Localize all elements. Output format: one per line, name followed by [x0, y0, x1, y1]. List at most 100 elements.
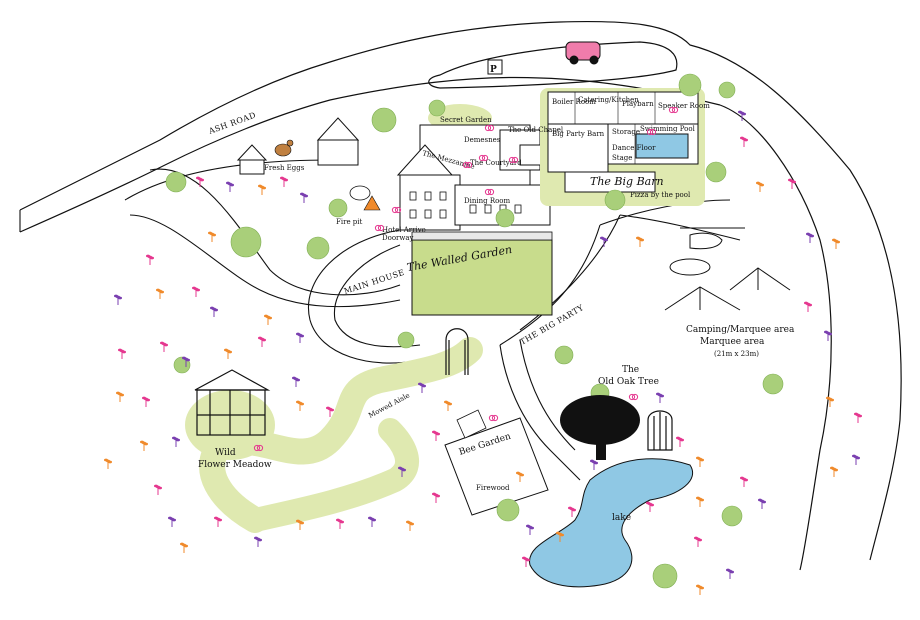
flower-icon [104, 458, 112, 469]
driveways [19, 159, 741, 481]
ring-icon [253, 444, 264, 452]
flower-icon [118, 348, 126, 359]
flower-icon [826, 396, 834, 407]
flower-icon [172, 436, 180, 447]
ring-icons [253, 106, 679, 452]
bee-garden [444, 409, 549, 516]
flower-icon [676, 436, 684, 447]
speaker-room-label: Speaker Room [658, 102, 710, 110]
flower-icon [258, 184, 266, 195]
flower-icon [526, 524, 534, 535]
flower-icon [264, 314, 272, 325]
flower-icon [280, 176, 288, 187]
flower-icon [444, 400, 452, 411]
farm-building [316, 117, 360, 166]
courtyard-label: The Courtyard [470, 159, 522, 167]
flower-icon [646, 501, 654, 512]
big-party-barn-label: Big Party Barn [552, 130, 605, 138]
flower-icon [180, 542, 188, 553]
chicken-coop-icon [236, 144, 268, 175]
ring-icon [508, 156, 519, 164]
dining-room-label: Dining Room [464, 197, 511, 205]
flower-icon [116, 391, 124, 402]
flower-icon [656, 392, 664, 403]
camping-label-line2: Marquee area [700, 337, 765, 347]
tent-icon [664, 267, 791, 311]
flower-icon [210, 306, 218, 317]
flower-icon [516, 471, 524, 482]
ring-icon [391, 206, 402, 214]
pizza-note-label: Pizza by the pool [630, 191, 691, 199]
playbarn-label: Playbarn [622, 100, 654, 108]
flower-icon [326, 406, 334, 417]
flower-icon [254, 536, 262, 547]
flower-icon [300, 192, 308, 203]
flower-icon [368, 516, 376, 527]
gazebo-icon [194, 369, 271, 436]
helicopter-icon [669, 227, 745, 276]
catering-kitchen-label: Catering/Kitchen [578, 96, 639, 104]
boiler-room-label: Boiler Room [552, 98, 596, 106]
flower-icon [806, 232, 814, 243]
lake-label: lake [612, 513, 631, 523]
ring-icon [668, 106, 679, 114]
flower-icon [852, 454, 860, 465]
outer-road [19, 20, 902, 571]
wooden-arch-icon [445, 328, 469, 375]
flower-icon [160, 341, 168, 352]
hotel-arrive-label: Hotel Arrive [382, 226, 426, 234]
flower-icon [824, 330, 832, 341]
meadow-label-line2: Flower Meadow [198, 460, 272, 470]
flower-icon [140, 440, 148, 451]
big-barn [540, 88, 705, 206]
meadow-label-line1: Wild [215, 448, 236, 458]
flower-icon [696, 496, 704, 507]
camping-label-line1: Camping/Marquee area [686, 325, 795, 335]
parking-label: P [490, 65, 497, 75]
flower-icon [224, 348, 232, 359]
car-icon [565, 41, 601, 65]
flower-icon [522, 556, 530, 567]
flower-icon [296, 400, 304, 411]
flower-icon [854, 412, 862, 423]
old-chapel-label: The Old Chapel [508, 126, 564, 134]
flower-icon [182, 356, 190, 367]
oak-tree-label-line1: The [622, 365, 639, 375]
lake [529, 458, 693, 588]
ring-icon [374, 224, 385, 232]
ring-icon [488, 414, 499, 422]
trees [165, 73, 784, 589]
flower-icon [740, 476, 748, 487]
ring-icon [484, 188, 495, 196]
parking-sign [487, 59, 503, 75]
flower-icon [192, 286, 200, 297]
hen-icon [274, 139, 294, 157]
ring-icon [478, 154, 489, 162]
flower-icon [696, 584, 704, 595]
flower-icon [726, 568, 734, 579]
flower-icon [568, 506, 576, 517]
flower-icon [832, 238, 840, 249]
fire-pit-label: Fire pit [336, 218, 363, 226]
flower-icon [694, 536, 702, 547]
flower-icon [168, 516, 176, 527]
wild-flowers [104, 110, 862, 595]
flower-icon [738, 110, 746, 121]
flower-icon [196, 176, 204, 187]
flower-icon [398, 466, 406, 477]
flower-icon [214, 516, 222, 527]
flower-icon [142, 396, 150, 407]
fresh-eggs-label: Fresh Eggs [264, 164, 305, 172]
flower-icon [296, 519, 304, 530]
flower-icon [756, 181, 764, 192]
flower-icon [336, 518, 344, 529]
flower-icon [258, 336, 266, 347]
stage-label: Stage [612, 154, 632, 162]
flower-icon [296, 332, 304, 343]
flower-icon [146, 254, 154, 265]
flower-icon [432, 492, 440, 503]
firewood-label: Firewood [476, 484, 510, 492]
flower-icon [758, 498, 766, 509]
